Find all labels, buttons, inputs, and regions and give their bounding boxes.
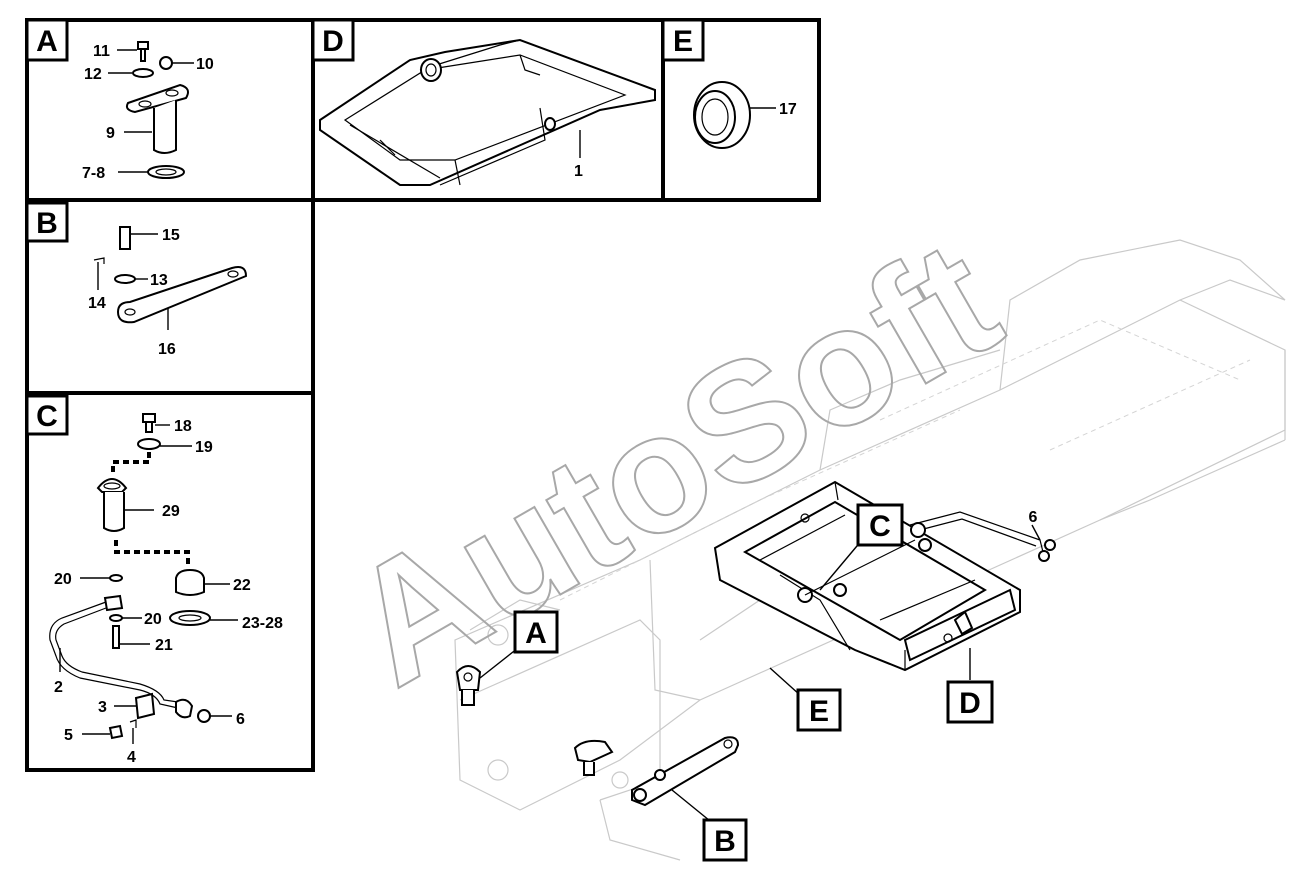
panel-a: A 11 12 10 9 7-8 — [25, 18, 315, 202]
svg-text:2: 2 — [54, 679, 63, 696]
svg-text:3: 3 — [98, 699, 107, 716]
svg-text:13: 13 — [150, 272, 168, 289]
svg-text:5: 5 — [64, 727, 73, 744]
main-callout-a: A — [479, 610, 559, 679]
main-tag-a-text: A — [525, 617, 547, 650]
svg-text:10: 10 — [196, 56, 214, 73]
panel-e: E 17 — [661, 18, 821, 202]
svg-text:14: 14 — [88, 295, 106, 312]
main-callout-e: E — [769, 667, 842, 732]
main-callout-d: D — [946, 648, 994, 724]
panel-e-label: E — [673, 25, 693, 58]
main-part-a — [455, 665, 482, 706]
svg-text:16: 16 — [158, 341, 176, 358]
panel-b: B 15 14 13 16 — [25, 198, 315, 395]
main-callout-6: 6 — [1029, 509, 1041, 541]
panel-c: C 18 19 29 20 22 20 — [25, 391, 315, 772]
main-chassis-outline — [454, 239, 1286, 861]
svg-text:17: 17 — [779, 101, 797, 118]
panel-d: D 1 — [311, 18, 665, 202]
svg-text:20: 20 — [54, 571, 72, 588]
svg-text:22: 22 — [233, 577, 251, 594]
svg-text:19: 19 — [195, 439, 213, 456]
svg-text:23-28: 23-28 — [242, 615, 283, 632]
panel-a-label: A — [36, 25, 58, 58]
main-tag-c-text: C — [869, 510, 891, 543]
svg-text:11: 11 — [93, 43, 110, 60]
main-callout-c: C — [819, 503, 904, 591]
svg-text:15: 15 — [162, 227, 180, 244]
svg-text:1: 1 — [574, 163, 583, 180]
svg-text:12: 12 — [84, 66, 102, 83]
svg-text:29: 29 — [162, 503, 180, 520]
main-pin-assembly — [797, 511, 1056, 603]
svg-text:6: 6 — [236, 711, 245, 728]
main-tag-6-text: 6 — [1029, 509, 1038, 526]
svg-text:21: 21 — [155, 637, 173, 654]
svg-text:20: 20 — [144, 611, 162, 628]
main-tag-e-text: E — [809, 695, 829, 728]
panel-b-label: B — [36, 207, 58, 240]
svg-text:4: 4 — [127, 749, 136, 766]
main-part-b — [573, 736, 740, 807]
main-tag-d-text: D — [959, 687, 981, 720]
main-subframe-d — [713, 480, 1021, 672]
main-callout-b: B — [671, 789, 748, 862]
main-tag-b-text: B — [714, 825, 736, 858]
svg-text:18: 18 — [174, 418, 192, 435]
svg-text:7-8: 7-8 — [82, 165, 105, 182]
panel-c-label: C — [36, 400, 58, 433]
panel-d-label: D — [322, 25, 344, 58]
svg-text:9: 9 — [106, 125, 115, 142]
